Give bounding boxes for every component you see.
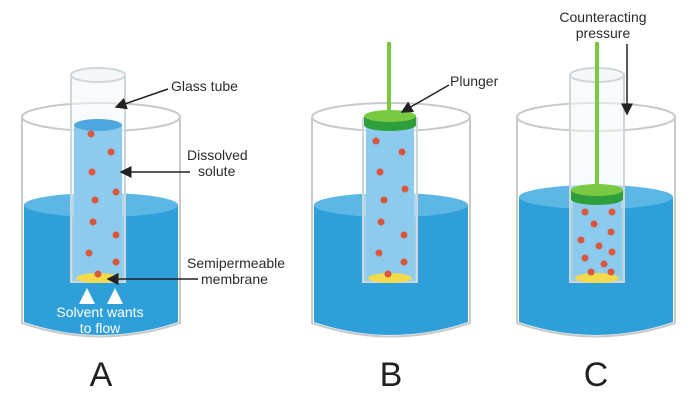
dissolved-label-line2: solute bbox=[198, 163, 236, 179]
solute-dot bbox=[590, 220, 598, 228]
solute-dot bbox=[375, 249, 383, 257]
solvent-label-line2: to flow bbox=[80, 320, 121, 336]
panel-c-letter: C bbox=[584, 356, 609, 394]
solute-dot bbox=[608, 248, 616, 256]
solvent-label-line1: Solvent wants bbox=[56, 304, 143, 320]
panel-b-letter: B bbox=[380, 356, 403, 394]
solute-dot bbox=[581, 208, 589, 216]
solute-dot bbox=[400, 231, 408, 239]
solute-dot bbox=[376, 168, 384, 176]
beaker-a bbox=[21, 117, 181, 338]
plunger-label: Plunger bbox=[450, 73, 499, 89]
solute-dot bbox=[587, 268, 595, 276]
solute-dot bbox=[400, 258, 408, 266]
plunger-cap-b-top bbox=[364, 110, 416, 122]
solute-dot bbox=[112, 231, 120, 239]
solute-dot bbox=[91, 196, 99, 204]
panel-b: Plunger B bbox=[311, 42, 499, 394]
panel-a-letter: A bbox=[90, 356, 113, 394]
solute-dot bbox=[377, 218, 385, 226]
panel-c: Counteracting pressure C bbox=[516, 9, 676, 394]
solute-dot bbox=[595, 242, 603, 250]
pressure-label-line1: Counteracting bbox=[559, 9, 646, 25]
membrane-b bbox=[368, 273, 412, 283]
solute-dots-a bbox=[85, 130, 120, 278]
solute-dot bbox=[87, 130, 95, 138]
solute-dot bbox=[581, 254, 589, 262]
solute-dot bbox=[401, 185, 409, 193]
solute-dot bbox=[107, 148, 115, 156]
membrane-c bbox=[575, 273, 619, 283]
membrane-label-line1: Semipermeable bbox=[187, 255, 285, 271]
tube-solution-a-top bbox=[74, 119, 122, 131]
solute-dots-b bbox=[372, 137, 409, 278]
glass-tube-label: Glass tube bbox=[171, 78, 238, 94]
solute-dot bbox=[384, 270, 392, 278]
glass-tube-a-top bbox=[70, 67, 126, 83]
solute-dot bbox=[608, 208, 616, 216]
solute-dot bbox=[398, 148, 406, 156]
solute-dot bbox=[607, 268, 615, 276]
plunger-cap-c-top bbox=[571, 184, 623, 196]
solute-dot bbox=[89, 218, 97, 226]
glass-tube-arrow bbox=[114, 88, 169, 110]
solute-dots-c bbox=[577, 208, 616, 276]
solute-dot bbox=[94, 270, 102, 278]
tube-solution-b bbox=[366, 122, 414, 278]
solute-dot bbox=[112, 188, 120, 196]
solute-dot bbox=[372, 137, 380, 145]
solute-dot bbox=[607, 228, 615, 236]
membrane-label-line2: membrane bbox=[201, 271, 268, 287]
pressure-label-line2: pressure bbox=[576, 25, 631, 41]
beaker-c bbox=[516, 117, 676, 338]
solute-dot bbox=[577, 236, 585, 244]
solute-dot bbox=[600, 260, 608, 268]
panel-a: Solvent wants to flow Glass tube Dissolv… bbox=[21, 67, 285, 394]
solute-dot bbox=[112, 258, 120, 266]
plunger-arrow bbox=[400, 84, 450, 113]
solute-dot bbox=[88, 168, 96, 176]
beaker-b bbox=[311, 117, 471, 338]
dissolved-label-line1: Dissolved bbox=[187, 147, 248, 163]
solute-dot bbox=[380, 196, 388, 204]
solute-dot bbox=[85, 249, 93, 257]
